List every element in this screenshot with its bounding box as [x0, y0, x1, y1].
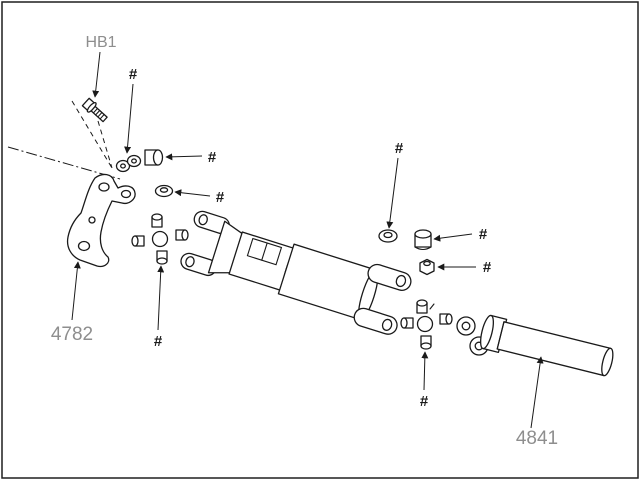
- bearing-strap-drawing: [115, 154, 142, 173]
- leader-hash-spider-front: [157, 265, 165, 331]
- hash-label-spider-rear: #: [420, 393, 429, 410]
- bolt-projection-line-2: [97, 120, 113, 169]
- hash-label-strap: #: [129, 66, 138, 83]
- label-4782: 4782: [51, 324, 93, 345]
- leader-hash-spider-rear: [421, 351, 429, 391]
- hash-label-cap-top: #: [208, 149, 217, 166]
- leader-hash-washer-top: [174, 189, 211, 197]
- leader-4841: [530, 356, 544, 429]
- hash-label-washer-right: #: [395, 140, 404, 157]
- leader-hash-cap-right: [433, 233, 473, 242]
- bolt-hb1-drawing: [81, 97, 108, 123]
- centerline-dashdot: [7, 146, 121, 180]
- hash-label-spider-front: #: [154, 333, 163, 350]
- label-hb1: HB1: [85, 34, 116, 51]
- front-flange-bracket-drawing: [66, 173, 136, 268]
- u-joint-spider-front-drawing: [131, 213, 189, 265]
- u-joint-spider-rear-drawing: [400, 299, 453, 350]
- leader-hash-strap: [124, 83, 134, 154]
- hash-label-washer-top: #: [216, 189, 225, 206]
- leader-hash-washer-right: [386, 157, 399, 229]
- driveshaft-tube-drawing: [180, 210, 412, 335]
- hash-label-cap-right: #: [479, 226, 488, 243]
- bearing-cap-top-drawing: [144, 149, 164, 166]
- washer-top-drawing: [154, 184, 174, 198]
- leader-hb1: [92, 51, 101, 98]
- bearing-cap-right-drawing: [414, 229, 432, 251]
- label-4841: 4841: [516, 428, 558, 449]
- washer-right-drawing: [378, 229, 398, 243]
- bolt-projection-line-1: [71, 100, 113, 169]
- stub-shaft-drawing: [456, 314, 614, 377]
- nut-drawing: [419, 258, 435, 276]
- hash-label-nut: #: [483, 259, 492, 276]
- leader-hash-cap-top: [165, 153, 203, 161]
- leader-4782: [71, 261, 81, 321]
